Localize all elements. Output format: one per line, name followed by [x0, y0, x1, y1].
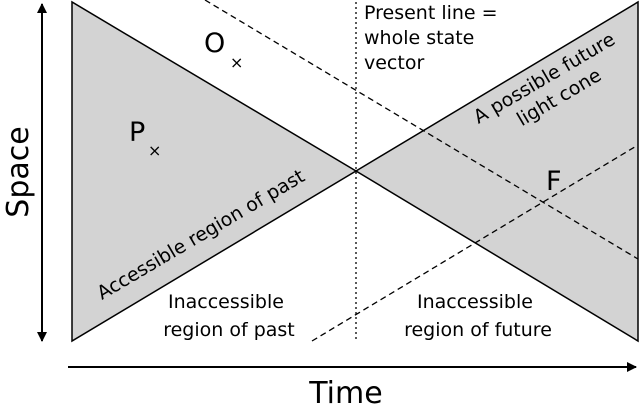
inaccessible-past-label-1: Inaccessible	[168, 291, 284, 313]
dashed-light-line-down	[204, 0, 639, 260]
dashed-light-line-up	[311, 144, 639, 342]
point-p-marker: ×	[148, 141, 161, 160]
point-f-label: F	[546, 166, 562, 197]
future-light-cone-region	[354, 0, 639, 343]
inaccessible-future-label: Inaccessible region of future	[404, 291, 552, 341]
point-o-marker: ×	[230, 53, 243, 72]
space-axis-label: Space	[1, 126, 36, 217]
point-o-label: O	[204, 28, 225, 59]
point-p-label: P	[129, 117, 145, 148]
present-line-label-3: vector	[364, 52, 424, 74]
inaccessible-future-label-2: region of future	[404, 319, 552, 341]
present-line-label-2: whole state	[364, 27, 474, 49]
inaccessible-past-label-2: region of past	[163, 319, 295, 341]
time-axis-label: Time	[308, 376, 382, 408]
present-line-label-1: Present line =	[364, 2, 498, 24]
accessible-past-region	[71, 0, 358, 343]
inaccessible-future-label-1: Inaccessible	[417, 291, 533, 313]
inaccessible-past-label: Inaccessible region of past	[163, 291, 295, 341]
present-line-label: Present line = whole state vector	[364, 2, 504, 74]
